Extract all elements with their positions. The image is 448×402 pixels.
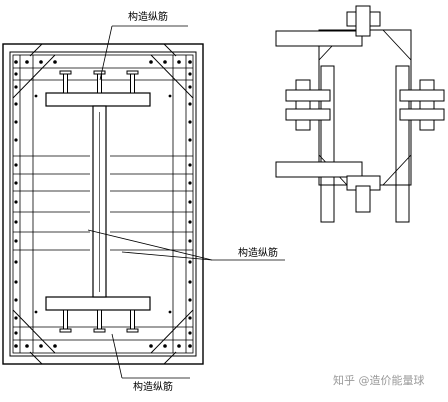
stirrup-outer (9, 51, 197, 357)
vertical-ties (19, 55, 187, 353)
top-horizontal-bar (275, 30, 363, 47)
top-flange (45, 92, 151, 107)
label-top-longitudinal-bar: 构造纵筋 (128, 10, 168, 23)
top-shear-studs (59, 70, 139, 94)
stirrup-inner (12, 54, 194, 354)
left-column-section: 构造纵筋 构造纵筋 构造纵筋 (2, 10, 285, 393)
bottom-shear-studs (59, 309, 139, 333)
right-vertical-plate (395, 65, 410, 223)
top-stud-body (355, 5, 371, 37)
left-side-stiffeners (285, 79, 331, 131)
left-vertical-plate (320, 65, 335, 223)
label-middle-longitudinal-bar: 构造纵筋 (238, 246, 278, 259)
right-connection-detail (275, 5, 445, 223)
leader-lines (87, 25, 285, 379)
column-outline (2, 43, 204, 365)
label-bottom-longitudinal-bar: 构造纵筋 (133, 380, 173, 393)
watermark: 知乎 @造价能量球 (333, 373, 425, 387)
right-side-stiffeners (399, 79, 445, 131)
longitudinal-rebar-dots (14, 60, 192, 348)
horizontal-ties (13, 67, 193, 341)
corner-diagonals (12, 43, 194, 365)
bottom-stud-body (355, 185, 371, 213)
bottom-flange (45, 296, 151, 311)
bottom-horizontal-bar (275, 161, 363, 178)
